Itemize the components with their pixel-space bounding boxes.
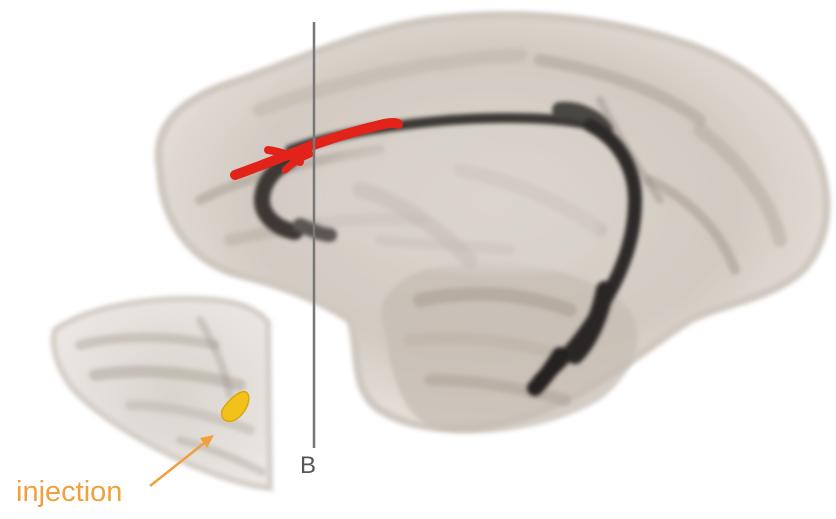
plane-label: B	[300, 452, 316, 480]
inset-section	[53, 299, 270, 488]
injection-label: injection	[16, 478, 122, 507]
